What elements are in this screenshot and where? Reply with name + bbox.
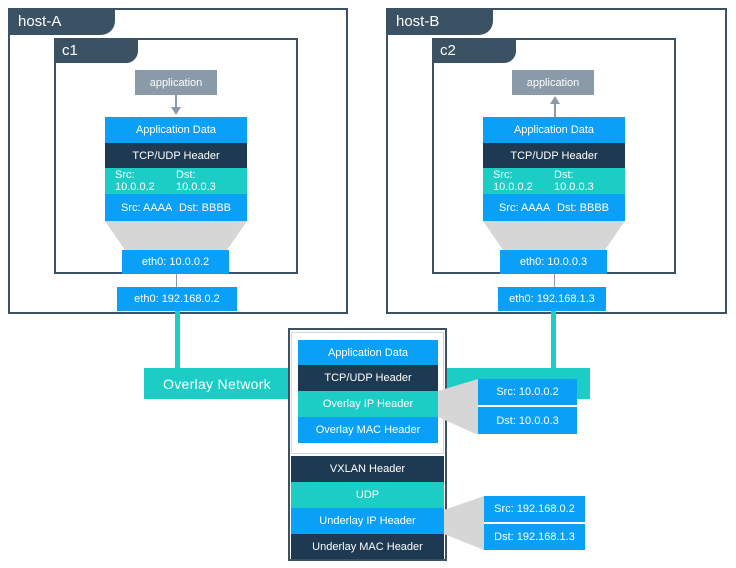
- c1-funnel: [105, 221, 247, 250]
- packet-udp: UDP: [291, 482, 444, 508]
- c2-funnel: [483, 221, 625, 250]
- c1-down-arrow: [171, 95, 181, 115]
- host-b-vertical-link: [554, 274, 555, 288]
- host-a-overlay-link: [175, 311, 180, 369]
- host-b-title: host-B: [386, 8, 493, 35]
- host-a-vertical-link: [176, 274, 177, 288]
- packet-overlay-mac-header: Overlay MAC Header: [298, 417, 438, 443]
- packet-tcp-udp-header: TCP/UDP Header: [298, 365, 438, 391]
- c2-tcp-udp-header: TCP/UDP Header: [483, 143, 625, 168]
- c1-mac-header: Src: AAAA Dst: BBBB: [105, 194, 247, 221]
- packet-vxlan-header: VXLAN Header: [291, 456, 444, 482]
- c1-application-box: application: [135, 70, 217, 95]
- overlay-network-label: Overlay Network: [163, 375, 271, 392]
- overlay-ip-dst: Dst: 10.0.0.3: [478, 407, 577, 434]
- c1-ip-dst: Dst: 10.0.0.3: [176, 169, 216, 193]
- container-c1-title: c1: [54, 38, 138, 63]
- c2-eth0: eth0: 10.0.0.3: [500, 250, 607, 274]
- packet-underlay-ip-header: Underlay IP Header: [291, 508, 444, 534]
- host-b-eth0: eth0: 192.168.1.3: [498, 287, 606, 311]
- c1-application-data: Application Data: [105, 117, 247, 143]
- host-a-eth0: eth0: 192.168.0.2: [117, 287, 237, 311]
- packet-underlay-mac-header: Underlay MAC Header: [291, 534, 444, 559]
- host-b-overlay-link: [551, 311, 556, 369]
- overlay-ip-callout-connector: [438, 379, 478, 435]
- packet-application-data: Application Data: [298, 340, 438, 365]
- c2-mac-src: Src: AAAA: [499, 201, 551, 214]
- c1-ip-src: Src: 10.0.0.2: [115, 169, 155, 193]
- c2-application-data: Application Data: [483, 117, 625, 143]
- overlay-network-bar-left: [144, 368, 290, 399]
- c1-ip-header: Src: 10.0.0.2 Dst: 10.0.0.3: [105, 168, 247, 194]
- c1-mac-src: Src: AAAA: [121, 201, 173, 214]
- c2-ip-header: Src: 10.0.0.2 Dst: 10.0.0.3: [483, 168, 625, 194]
- c1-tcp-udp-header: TCP/UDP Header: [105, 143, 247, 168]
- c2-mac-dst: Dst: BBBB: [557, 201, 609, 214]
- c1-eth0: eth0: 10.0.0.2: [122, 250, 229, 274]
- c2-ip-dst: Dst: 10.0.0.3: [554, 169, 594, 193]
- container-c2-title: c2: [432, 38, 516, 63]
- c2-application-box: application: [512, 70, 594, 95]
- underlay-ip-dst: Dst: 192.168.1.3: [484, 524, 585, 550]
- overlay-ip-src: Src: 10.0.0.2: [478, 379, 577, 405]
- packet-overlay-ip-header: Overlay IP Header: [298, 391, 438, 417]
- underlay-ip-callout-connector: [444, 496, 484, 550]
- c2-mac-header: Src: AAAA Dst: BBBB: [483, 194, 625, 221]
- host-a-title: host-A: [8, 8, 115, 35]
- underlay-ip-src: Src: 192.168.0.2: [484, 496, 585, 522]
- c2-ip-src: Src: 10.0.0.2: [493, 169, 533, 193]
- c1-mac-dst: Dst: BBBB: [179, 201, 231, 214]
- c2-up-arrow: [550, 96, 560, 117]
